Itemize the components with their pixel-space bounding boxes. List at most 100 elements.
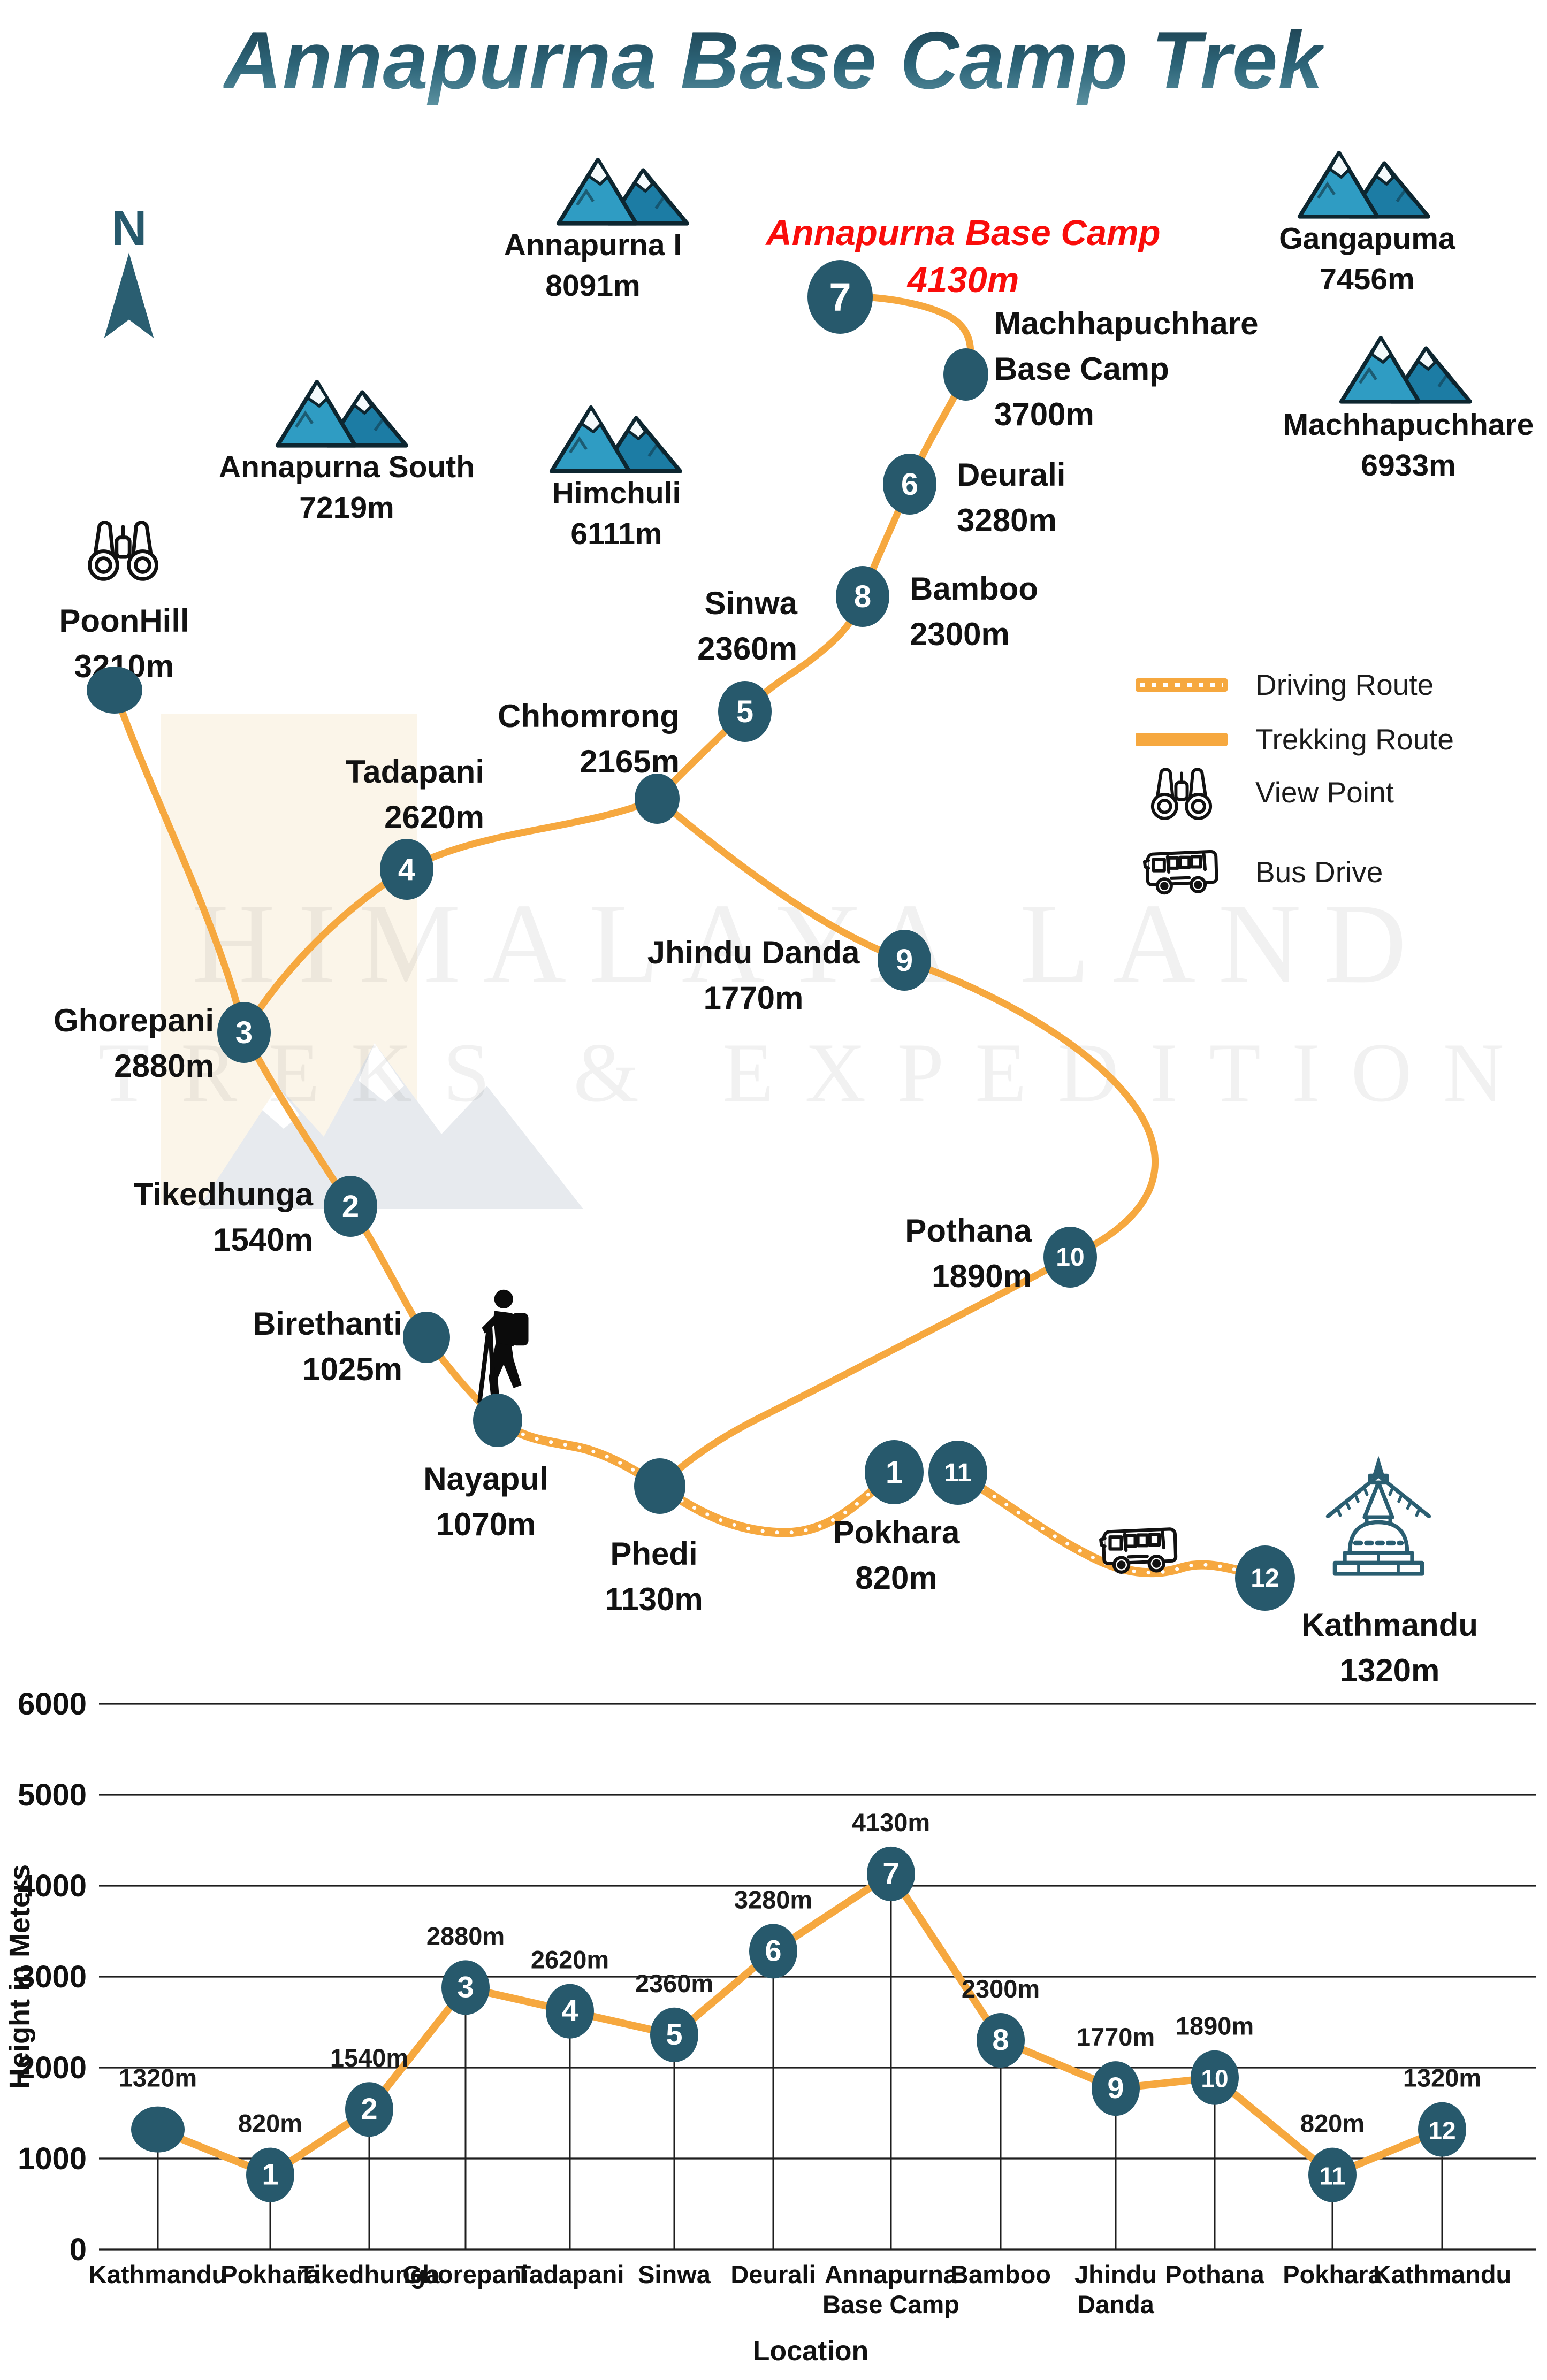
legend-item-driving-route: Driving Route — [1133, 668, 1434, 702]
point-dot-0 — [131, 2106, 185, 2153]
stop-marker-8: 8 — [836, 566, 889, 627]
watermark-line1: HIMALAYA LAND — [192, 879, 1429, 1007]
peak-name: Gangapuma — [1279, 221, 1455, 256]
stop-dot — [943, 348, 988, 401]
stop-label-line: 1320m — [1339, 1652, 1440, 1688]
legend-label: View Point — [1255, 776, 1394, 809]
xcat-8-0: Bamboo — [950, 2260, 1051, 2289]
watermark-line2: TREKS & EXPEDITION — [98, 1026, 1535, 1120]
point-label-2: 1540m — [330, 2044, 408, 2072]
legend-label: Trekking Route — [1255, 723, 1454, 756]
stop-label-line: 1540m — [213, 1222, 313, 1258]
point-marker-12 — [1418, 2102, 1466, 2157]
point-marker-number-1: 1 — [262, 2157, 278, 2191]
xcat-9-0: Jhindu — [1074, 2260, 1157, 2289]
stop-marker-10: 10 — [1043, 1227, 1097, 1288]
stop-label-line: 1025m — [302, 1351, 402, 1387]
point-marker-number-12: 12 — [1428, 2117, 1455, 2145]
xcat-7-0: Annapurna — [825, 2260, 958, 2289]
xcat-0-0: Kathmandu — [89, 2260, 227, 2289]
stop-label-line: 3280m — [957, 502, 1057, 538]
stop-marker-4: 4 — [380, 839, 433, 900]
stop-marker-1: 1 — [865, 1440, 924, 1504]
point-label-7: 4130m — [852, 1808, 930, 1836]
point-marker-number-6: 6 — [765, 1933, 781, 1967]
peak-elevation: 7219m — [299, 491, 394, 525]
point-label-6: 3280m — [734, 1885, 812, 1914]
x-axis-title: Location — [753, 2336, 869, 2367]
peak-elevation: 8091m — [545, 269, 641, 303]
ytick-1000: 1000 — [18, 2141, 87, 2176]
stop-marker-5: 5 — [718, 681, 772, 742]
point-marker-number-5: 5 — [666, 2017, 682, 2051]
point-marker-10 — [1191, 2050, 1239, 2105]
point-marker-1 — [246, 2147, 294, 2202]
stop-label-line: Tadapani — [346, 754, 484, 790]
stop-dot — [403, 1312, 450, 1363]
stop-label-line: Phedi — [610, 1536, 698, 1572]
point-label-1: 820m — [238, 2109, 302, 2138]
legend-swatch — [1133, 678, 1230, 692]
stop-label-line: 4130m — [907, 260, 1019, 300]
point-label-5: 2360m — [635, 1969, 713, 1998]
xcat-10-0: Pothana — [1165, 2260, 1264, 2289]
trekking-route-ghorepani-nayapul — [240, 1029, 501, 1424]
point-label-9: 1770m — [1077, 2023, 1155, 2051]
stop-marker-3: 3 — [217, 1002, 271, 1063]
ytick-4000: 4000 — [18, 1869, 87, 1903]
legend-item-bus-drive: Bus Drive — [1133, 845, 1383, 899]
stop-marker-11: 11 — [928, 1441, 987, 1505]
peak-name: Machhapuchhare — [1283, 408, 1534, 442]
stop-label: Ghorepani 2880m — [0, 998, 214, 1089]
stop-dot — [473, 1394, 522, 1447]
stop-label-line: Pokhara — [833, 1514, 960, 1550]
point-label-3: 2880m — [426, 1922, 505, 1950]
driving-route-swatch — [1136, 678, 1228, 692]
point-marker-number-10: 10 — [1201, 2065, 1228, 2093]
stop-label-line: 2880m — [114, 1048, 214, 1084]
ytick-5000: 5000 — [18, 1778, 87, 1812]
stop-label-line: 1770m — [703, 980, 804, 1016]
stop-label-line: Deurali — [957, 457, 1066, 493]
stop-label-line: Birethanti — [252, 1306, 402, 1342]
stop-dot — [87, 667, 142, 714]
xcat-1-0: Pokhara — [220, 2260, 320, 2289]
ytick-3000: 3000 — [18, 1960, 87, 1994]
point-marker-4 — [546, 1984, 594, 2039]
xcat-9-1: Danda — [1077, 2290, 1155, 2318]
point-marker-11 — [1308, 2147, 1357, 2202]
point-label-11: 820m — [1300, 2109, 1365, 2138]
point-label-0: 1320m — [119, 2064, 197, 2092]
point-marker-7 — [867, 1846, 915, 1901]
y-axis-title: Height in Meters — [4, 1864, 36, 2089]
stop-label-line: Jhindu Danda — [647, 935, 860, 970]
page-title: Annapurna Base Camp Trek — [223, 14, 1324, 108]
ytick-2000: 2000 — [18, 2050, 87, 2085]
point-label-4: 2620m — [531, 1946, 609, 1974]
stop-dot — [634, 1458, 685, 1514]
stop-marker-7: 7 — [807, 260, 873, 334]
point-marker-number-11: 11 — [1320, 2162, 1346, 2190]
stop-marker-9: 9 — [878, 930, 931, 991]
stop-label-line: 1130m — [605, 1581, 703, 1617]
xcat-11-0: Pokhara — [1283, 2260, 1382, 2289]
stop-label-line: Pothana — [905, 1213, 1032, 1249]
point-marker-number-7: 7 — [882, 1856, 899, 1890]
stop-label-line: Ghorepani — [53, 1002, 214, 1038]
stop-label-line: 1070m — [436, 1506, 536, 1542]
stop-label-line: 3700m — [994, 396, 1094, 432]
point-marker-9 — [1092, 2061, 1140, 2116]
